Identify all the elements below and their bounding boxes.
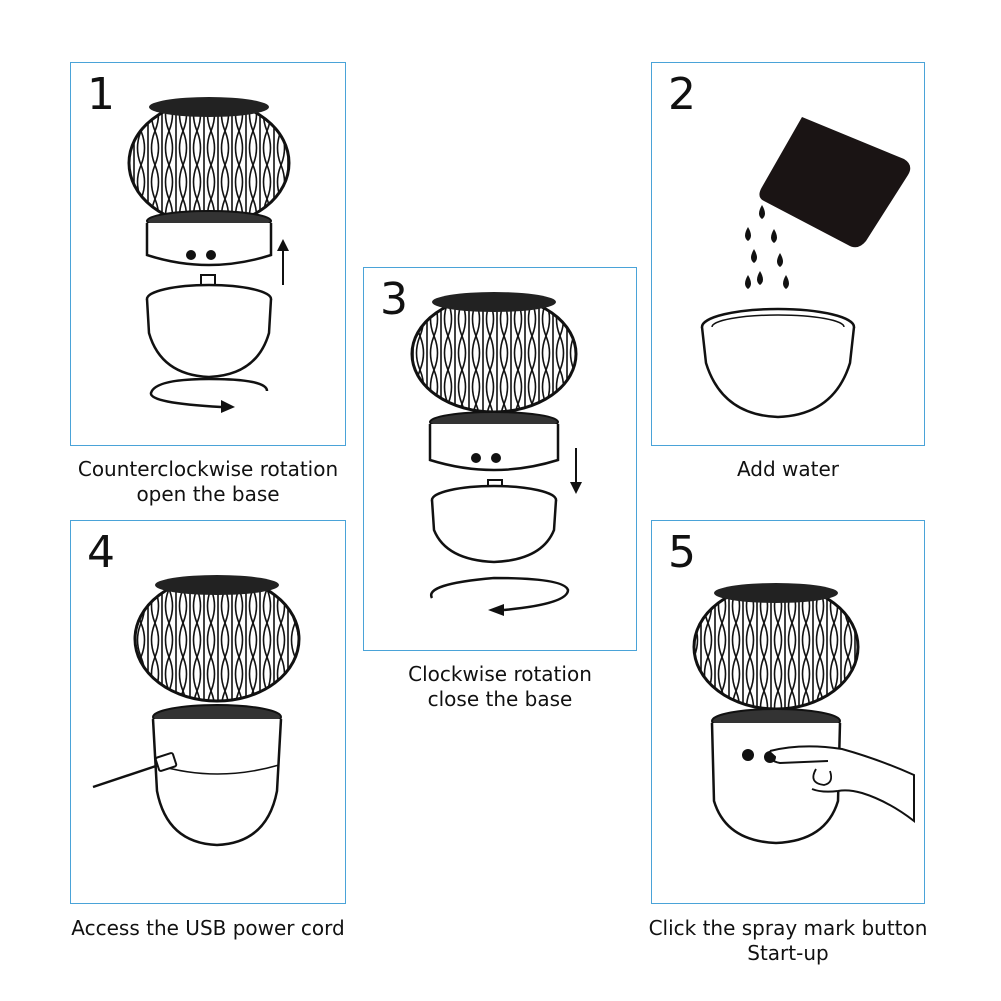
caption-line: open the base	[136, 482, 280, 506]
step-1-illustration	[127, 97, 291, 413]
water-tank-icon	[700, 307, 856, 419]
step-3-panel: 3	[363, 267, 637, 651]
step-4-illustration	[92, 575, 301, 847]
caption-line: Access the USB power cord	[71, 916, 345, 940]
humidifier-base-icon	[151, 704, 283, 847]
lamp-collar-icon	[145, 210, 273, 267]
hand-icon	[768, 745, 915, 824]
down-arrow-icon	[570, 448, 582, 494]
step-5-number: 5	[668, 527, 696, 578]
caption-line: Start-up	[747, 941, 829, 965]
step-1-number: 1	[87, 69, 115, 120]
step-2-caption: Add water	[638, 457, 938, 482]
lamp-shade-icon	[692, 583, 860, 711]
water-drops-icon	[745, 205, 789, 289]
pitcher-icon	[759, 117, 911, 248]
lamp-collar-icon	[428, 411, 560, 472]
counterclockwise-arrow-icon	[149, 377, 269, 413]
step-2-number: 2	[668, 69, 696, 120]
lamp-shade-icon	[410, 292, 578, 414]
caption-line: Add water	[736, 457, 840, 481]
step-1-caption: Counterclockwise rotation open the base	[58, 457, 358, 507]
caption-line: Click the spray mark button	[648, 916, 928, 940]
water-tank-icon	[430, 484, 558, 564]
step-5-panel: 5	[651, 520, 925, 904]
caption-line: Clockwise rotation	[408, 662, 592, 686]
usb-cable-icon	[92, 752, 178, 789]
step-3-caption: Clockwise rotation close the base	[350, 662, 650, 712]
clockwise-arrow-icon	[429, 576, 570, 616]
lamp-shade-icon	[127, 97, 291, 227]
caption-line: Counterclockwise rotation	[77, 457, 339, 481]
step-2-illustration	[700, 117, 911, 419]
step-3-number: 3	[380, 274, 408, 325]
up-arrow-icon	[277, 239, 289, 285]
step-4-number: 4	[87, 527, 115, 578]
lamp-shade-icon	[133, 575, 301, 703]
step-2-panel: 2	[651, 62, 925, 446]
step-4-panel: 4	[70, 520, 346, 904]
step-5-caption: Click the spray mark button Start-up	[628, 916, 948, 966]
step-4-caption: Access the USB power cord	[48, 916, 368, 941]
step-3-illustration	[410, 292, 582, 616]
water-tank-icon	[145, 283, 273, 379]
step-1-panel: 1	[70, 62, 346, 446]
step-5-illustration	[692, 583, 915, 845]
caption-line: close the base	[427, 687, 573, 711]
